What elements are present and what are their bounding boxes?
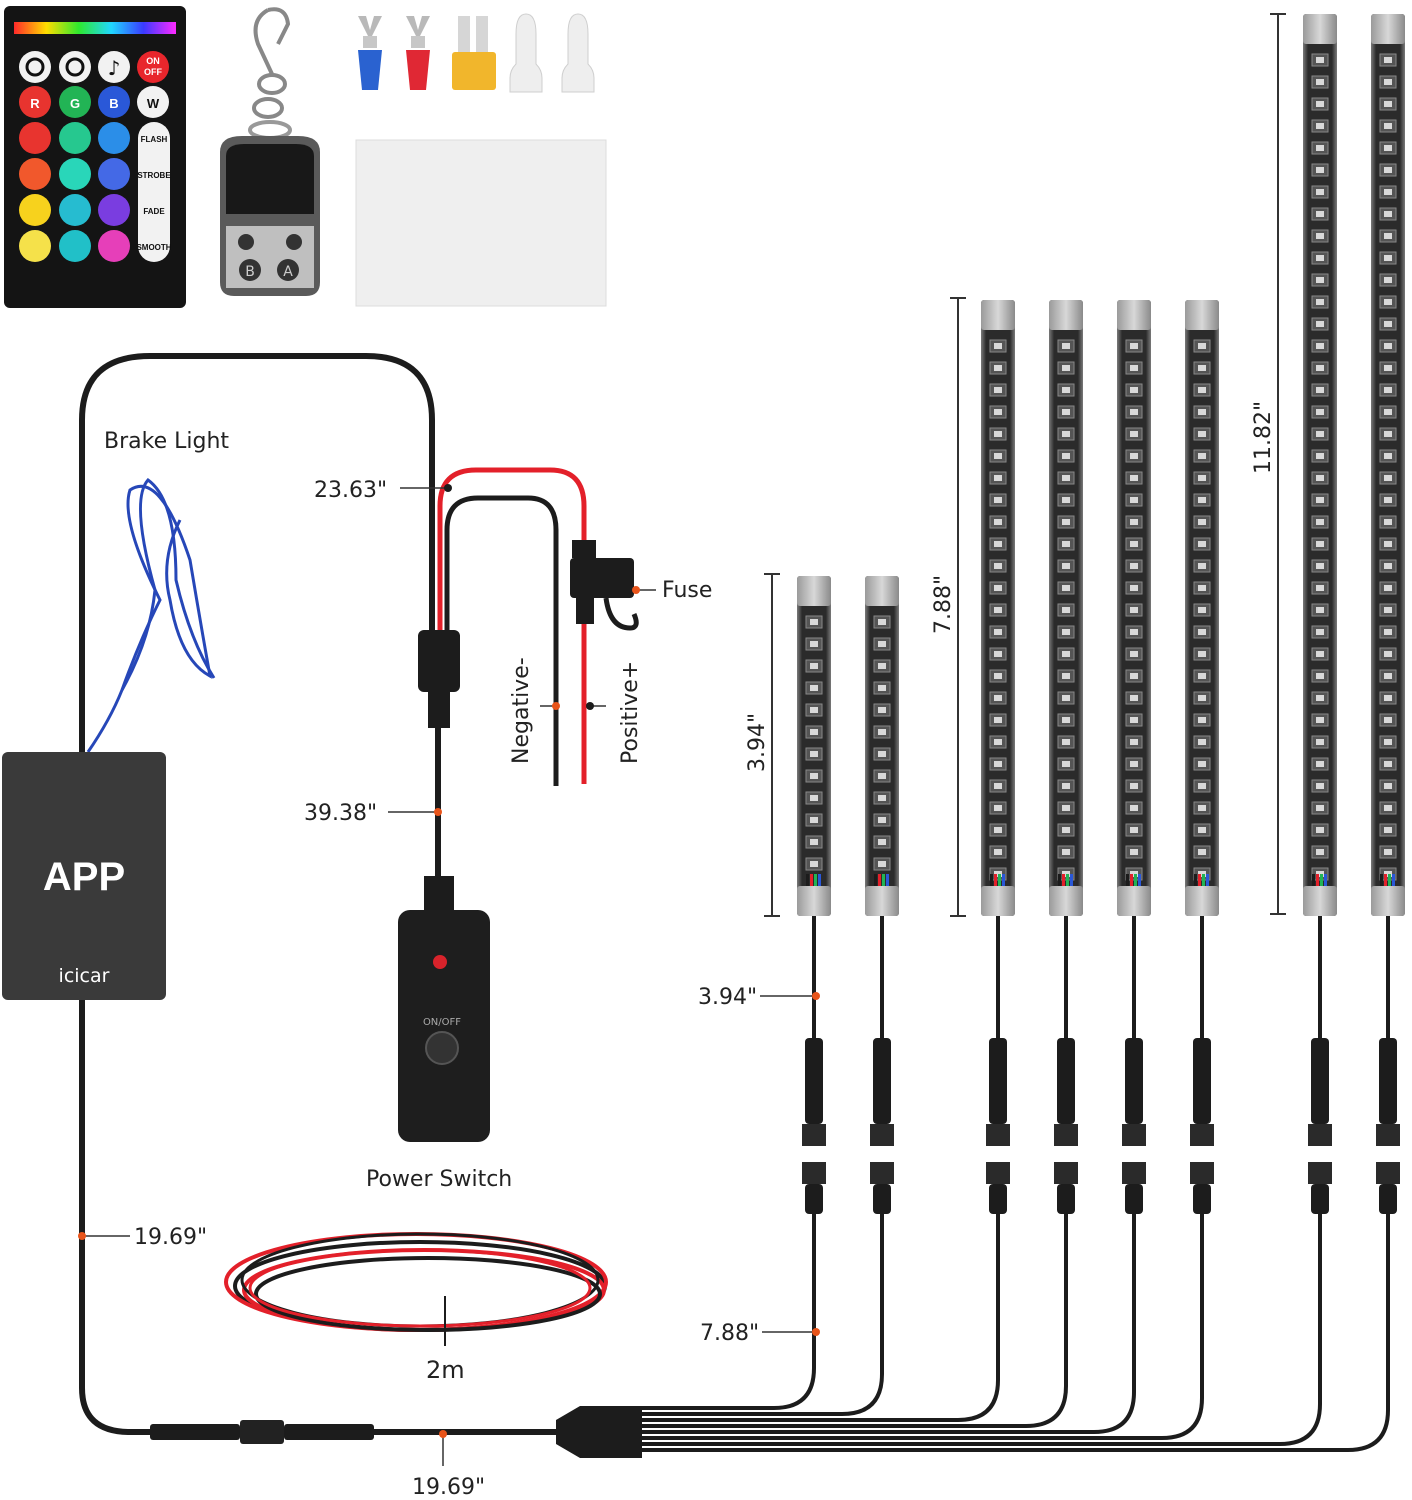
led-strips xyxy=(642,14,1405,1452)
color-button xyxy=(59,194,91,226)
controller-output-wire xyxy=(79,1000,560,1435)
color-button xyxy=(19,194,51,226)
dimension-lines xyxy=(764,13,1286,917)
led-strip xyxy=(642,576,899,1416)
rgbw-b: B xyxy=(109,96,118,111)
color-button xyxy=(59,158,91,190)
controller-app-label: APP xyxy=(43,855,125,899)
led-indicator xyxy=(433,955,447,969)
rgbw-r: R xyxy=(30,96,40,111)
fob-button-d xyxy=(286,234,302,250)
color-button xyxy=(98,194,130,226)
mode-flash: FLASH xyxy=(141,135,168,144)
inline-connector xyxy=(150,1420,374,1444)
led-strip xyxy=(642,14,1337,1446)
fuse-holder xyxy=(570,540,639,631)
red-button xyxy=(19,86,51,118)
fork-terminal-blue xyxy=(358,16,382,90)
wire-cap-1 xyxy=(509,13,543,93)
controller-brand: icicar xyxy=(59,965,110,987)
led-strip xyxy=(642,14,1405,1452)
led-strip xyxy=(642,576,831,1410)
color-button xyxy=(98,158,130,190)
dim-wire-top: 23.63" xyxy=(314,478,387,503)
gear-icon xyxy=(19,51,51,83)
dim-lead-short: 3.94" xyxy=(698,985,757,1010)
cable-length-label: 2m xyxy=(426,1356,465,1384)
app-controller: APP icicar xyxy=(2,752,166,1000)
green-button xyxy=(59,86,91,118)
red-wire xyxy=(437,467,587,630)
dim-wire-mid: 39.38" xyxy=(304,801,377,826)
color-button xyxy=(59,122,91,154)
fuse-label: Fuse xyxy=(662,578,712,603)
dim-lead-ext: 7.88" xyxy=(700,1321,759,1346)
fork-terminal-red xyxy=(406,16,430,90)
adhesive-pad xyxy=(355,139,607,307)
wire-cap-2 xyxy=(561,13,595,93)
color-button xyxy=(19,230,51,262)
fob-button-b xyxy=(239,259,261,281)
fob-b-label: B xyxy=(245,264,255,280)
led-strip xyxy=(642,300,1015,1422)
mode-smooth: SMOOTH xyxy=(136,243,171,252)
rgbw-w: W xyxy=(147,96,160,111)
ir-remote: ♪ ON OFF R G B W FLASH STROBE FADE SMOOT… xyxy=(4,6,186,308)
coiled-cable xyxy=(224,1232,608,1346)
dim-wire-bottom: 19.69" xyxy=(412,1475,485,1500)
measure-markers xyxy=(78,484,820,1438)
fob-button-a xyxy=(277,259,299,281)
fob-a-label: A xyxy=(283,264,293,280)
dim-wire-left: 19.69" xyxy=(134,1225,207,1250)
white-button xyxy=(137,86,169,118)
controller-power-wire xyxy=(79,353,435,752)
negative-label: Negative- xyxy=(509,657,534,764)
music-icon: ♪ xyxy=(98,51,130,83)
blue-button xyxy=(98,86,130,118)
mode-strobe: STROBE xyxy=(137,171,171,180)
dim-strip-mid: 7.88" xyxy=(931,575,956,634)
power-switch-label: Power Switch xyxy=(366,1167,512,1192)
led-strip xyxy=(642,300,1151,1434)
led-strip xyxy=(642,300,1219,1440)
led-strip xyxy=(642,300,1083,1428)
switch-onoff-label: ON/OFF xyxy=(423,1017,461,1028)
svg-text:ON: ON xyxy=(146,56,160,66)
fob-button-c xyxy=(238,234,254,250)
color-button xyxy=(98,122,130,154)
mode-pill xyxy=(138,122,170,262)
leader-lines xyxy=(82,487,816,1466)
power-button: ON OFF xyxy=(137,51,169,83)
positive-label: Positive+ xyxy=(618,661,643,764)
color-button xyxy=(19,122,51,154)
dim-strip-long: 11.82" xyxy=(1251,401,1276,474)
power-switch: ON/OFF xyxy=(398,876,490,1142)
rgbw-g: G xyxy=(70,96,80,111)
mode-fade: FADE xyxy=(143,207,165,216)
key-fob-remote: B A xyxy=(220,7,320,296)
harness-connector xyxy=(418,630,460,728)
color-button xyxy=(19,158,51,190)
color-grid xyxy=(19,122,130,262)
dim-strip-short: 3.94" xyxy=(745,713,770,772)
negative-wire xyxy=(444,495,559,786)
svg-text:♪: ♪ xyxy=(108,56,121,80)
brake-light-label: Brake Light xyxy=(104,429,229,454)
blade-fuse xyxy=(452,16,496,90)
gear-icon-2 xyxy=(59,51,91,83)
splitter-hub xyxy=(556,1406,642,1458)
switch-button xyxy=(425,1031,459,1065)
color-button xyxy=(98,230,130,262)
color-button xyxy=(59,230,91,262)
svg-text:OFF: OFF xyxy=(144,67,162,77)
